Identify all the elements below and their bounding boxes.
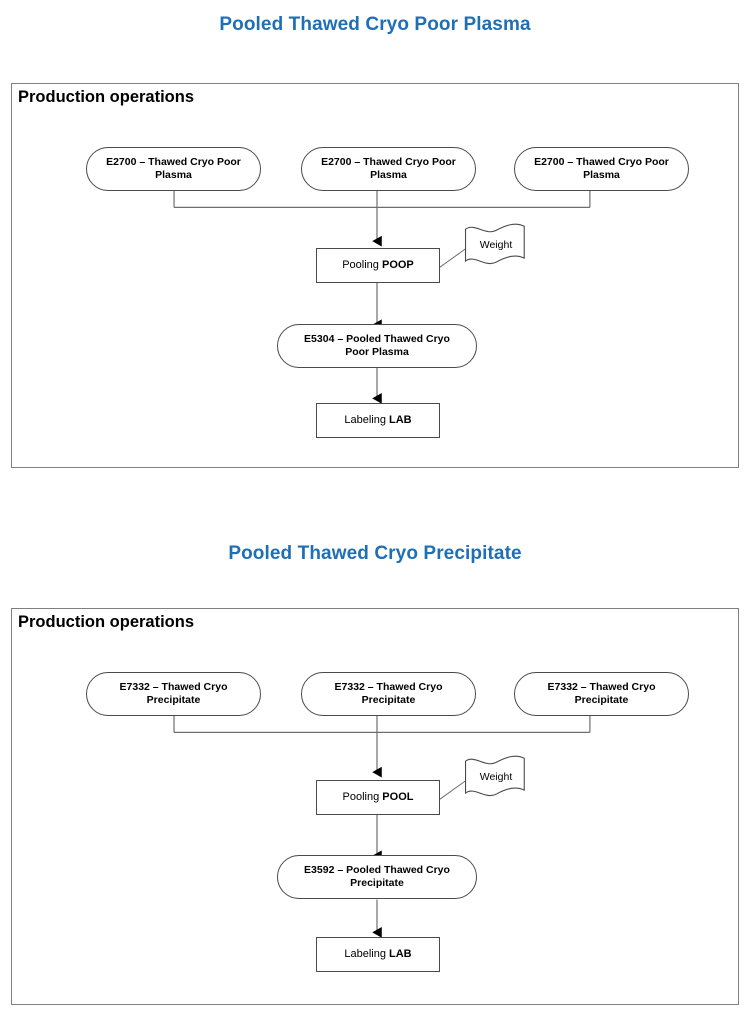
- production-operations-container-2: Production operations E7332 – Thawed Cry…: [11, 608, 739, 1005]
- source-node-label: E2700 – Thawed Cryo Poor Plasma: [321, 155, 456, 181]
- product-node-2[interactable]: E3592 – Pooled Thawed Cryo Precipitate: [277, 855, 477, 899]
- source-node-label: E7332 – Thawed Cryo Precipitate: [547, 680, 656, 706]
- labeling-process-node-1[interactable]: Labeling LAB: [316, 403, 440, 438]
- labeling-label: Labeling: [344, 947, 390, 960]
- weight-annotation-1: Weight: [473, 239, 519, 251]
- container-heading-1: Production operations: [18, 88, 195, 106]
- product-node-label: E3592 – Pooled Thawed Cryo Precipitate: [304, 863, 450, 889]
- labeling-code: LAB: [389, 413, 412, 426]
- source-node-label: E7332 – Thawed Cryo Precipitate: [334, 680, 443, 706]
- source-node-label: E2700 – Thawed Cryo Poor Plasma: [106, 155, 241, 181]
- source-node-1-a[interactable]: E2700 – Thawed Cryo Poor Plasma: [86, 147, 261, 191]
- source-node-label: E7332 – Thawed Cryo Precipitate: [119, 680, 228, 706]
- product-node-label: E5304 – Pooled Thawed Cryo Poor Plasma: [304, 332, 450, 358]
- page-title-cryo-poor-plasma: Pooled Thawed Cryo Poor Plasma: [219, 14, 531, 35]
- source-node-2-c[interactable]: E7332 – Thawed Cryo Precipitate: [514, 672, 689, 716]
- weight-annotation-label: Weight: [479, 239, 513, 251]
- pooling-label: Pooling: [342, 790, 383, 803]
- source-node-1-c[interactable]: E2700 – Thawed Cryo Poor Plasma: [514, 147, 689, 191]
- product-node-1[interactable]: E5304 – Pooled Thawed Cryo Poor Plasma: [277, 324, 477, 368]
- source-node-label: E2700 – Thawed Cryo Poor Plasma: [534, 155, 669, 181]
- source-node-2-b[interactable]: E7332 – Thawed Cryo Precipitate: [301, 672, 476, 716]
- source-node-1-b[interactable]: E2700 – Thawed Cryo Poor Plasma: [301, 147, 476, 191]
- page-title-cryo-precipitate: Pooled Thawed Cryo Precipitate: [228, 543, 522, 564]
- container-heading-2: Production operations: [18, 613, 195, 631]
- labeling-label: Labeling: [344, 413, 390, 426]
- pooling-code: POOL: [382, 790, 414, 803]
- pooling-label: Pooling: [342, 258, 382, 271]
- labeling-code: LAB: [389, 947, 412, 960]
- pooling-code: POOP: [381, 258, 414, 271]
- weight-annotation-label: Weight: [479, 771, 513, 783]
- pooling-process-node-1[interactable]: Pooling POOP: [316, 248, 440, 283]
- production-operations-container-1: Production operations E2700 – Thawed Cry…: [11, 83, 739, 468]
- labeling-process-node-2[interactable]: Labeling LAB: [316, 937, 440, 972]
- pooling-process-node-2[interactable]: Pooling POOL: [316, 780, 440, 815]
- weight-annotation-2: Weight: [473, 771, 519, 783]
- source-node-2-a[interactable]: E7332 – Thawed Cryo Precipitate: [86, 672, 261, 716]
